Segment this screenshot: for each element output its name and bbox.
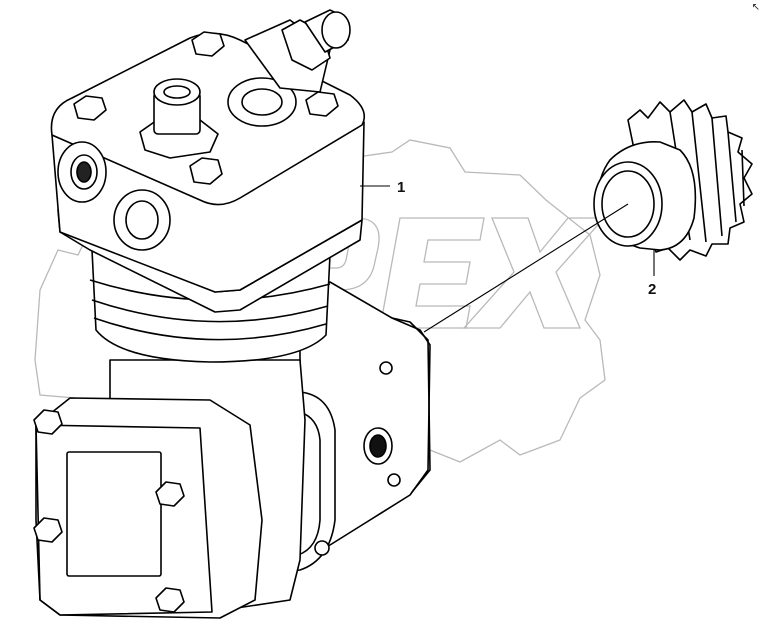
air-compressor [33,9,431,619]
head-bolt-right-icon [305,91,339,117]
callout-label-1: 1 [397,179,405,196]
bolt-bottom-right-icon [155,587,185,613]
bolt-mid-left-icon [33,517,63,543]
outlet-fitting-end [321,11,351,49]
inlet-fitting-cap-inner [163,85,191,99]
rear-port-inner [369,434,387,458]
drive-gear [593,99,753,261]
callout-label-2: 2 [648,281,656,298]
cylinder-fin-2 [91,299,329,323]
rear-bolt-hole-bottom [387,473,401,487]
left-port-hole [76,161,92,183]
head-bolt-front-icon [189,157,223,185]
bolt-top-left-icon [33,409,63,435]
head-bolt-back-icon [191,31,225,57]
callouts [360,185,655,333]
watermark-letter-x [462,217,606,329]
rear-flange-face [391,317,431,493]
front-port-hole [125,200,159,240]
watermark-letter-e [379,217,485,329]
front-cover-label-plate [66,451,162,577]
rear-bolt-hole-top [379,361,393,375]
front-cover-face [35,424,213,616]
top-port-inner [241,88,283,116]
corner-mark: ↖ [751,2,760,13]
head-bolts [73,31,339,185]
front-cover-bolts [33,409,185,613]
bolt-mid-right-icon [155,481,185,507]
head-bolt-left-icon [73,95,107,121]
leader-line-2-to-compressor [423,203,629,333]
cylinder-fin-3 [93,317,327,341]
crankcase-plug [314,540,330,556]
